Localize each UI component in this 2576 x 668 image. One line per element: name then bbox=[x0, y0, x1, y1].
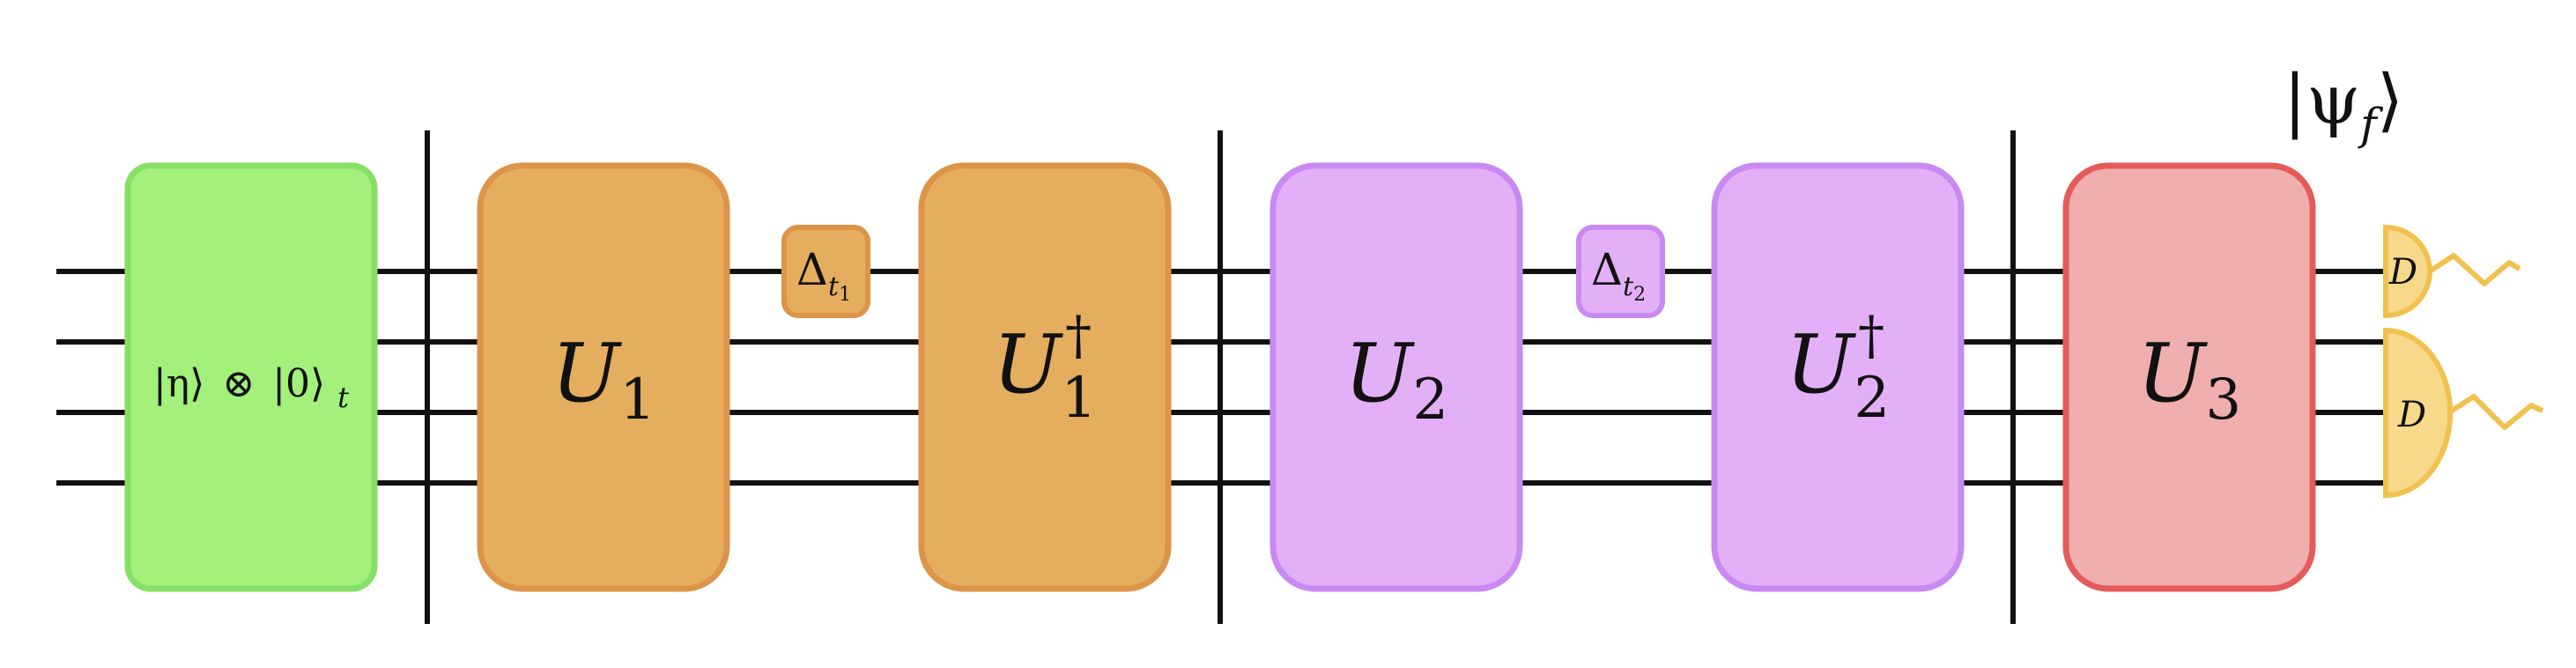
gate-u2-dagger: U2† bbox=[1711, 162, 1965, 592]
detector-1-label: D bbox=[2388, 252, 2417, 293]
gate-u2-dagger-label: U2† bbox=[1786, 305, 1890, 431]
gate-u2-label: U2 bbox=[1344, 326, 1448, 433]
gate-delta-t1-box bbox=[781, 225, 870, 318]
gate-u2-box bbox=[1269, 162, 1523, 592]
gate-u1-label: U1 bbox=[551, 326, 655, 433]
detector-1-signal-icon bbox=[2428, 253, 2521, 286]
gate-delta-t2-label: Δt2 bbox=[1591, 244, 1646, 306]
gate-u1-dagger: U1† bbox=[918, 162, 1172, 592]
detector-2: D bbox=[2383, 327, 2544, 499]
detector-1: D bbox=[2383, 224, 2521, 319]
gate-u1-dagger-label: U1† bbox=[993, 305, 1097, 431]
initial-state-box bbox=[124, 162, 378, 592]
gate-u3: U3 bbox=[2062, 162, 2316, 592]
detector-2-body bbox=[2383, 327, 2454, 499]
gate-u1-box bbox=[477, 162, 730, 592]
gate-u3-label: U3 bbox=[2137, 326, 2241, 433]
detector-1-body bbox=[2383, 224, 2432, 319]
gate-delta-t1: Δt1 bbox=[781, 225, 870, 318]
gate-u2-dagger-box bbox=[1711, 162, 1965, 592]
barriers bbox=[425, 130, 2016, 624]
initial-state-block: |η⟩ ⊗ |0⟩ t bbox=[124, 162, 378, 592]
output-state-label: |ψf⟩ bbox=[2284, 61, 2403, 150]
initial-state-label: |η⟩ ⊗ |0⟩ t bbox=[153, 361, 349, 414]
gate-u1-dagger-box bbox=[918, 162, 1172, 592]
gate-delta-t2-box bbox=[1576, 225, 1665, 318]
gate-u1: U1 bbox=[477, 162, 730, 592]
gate-delta-t1-label: Δt1 bbox=[796, 244, 851, 306]
detector-2-label: D bbox=[2397, 395, 2426, 435]
gate-u3-box bbox=[2062, 162, 2316, 592]
gate-delta-t2: Δt2 bbox=[1576, 225, 1665, 318]
detector-2-signal-icon bbox=[2447, 394, 2544, 430]
gate-u2: U2 bbox=[1269, 162, 1523, 592]
